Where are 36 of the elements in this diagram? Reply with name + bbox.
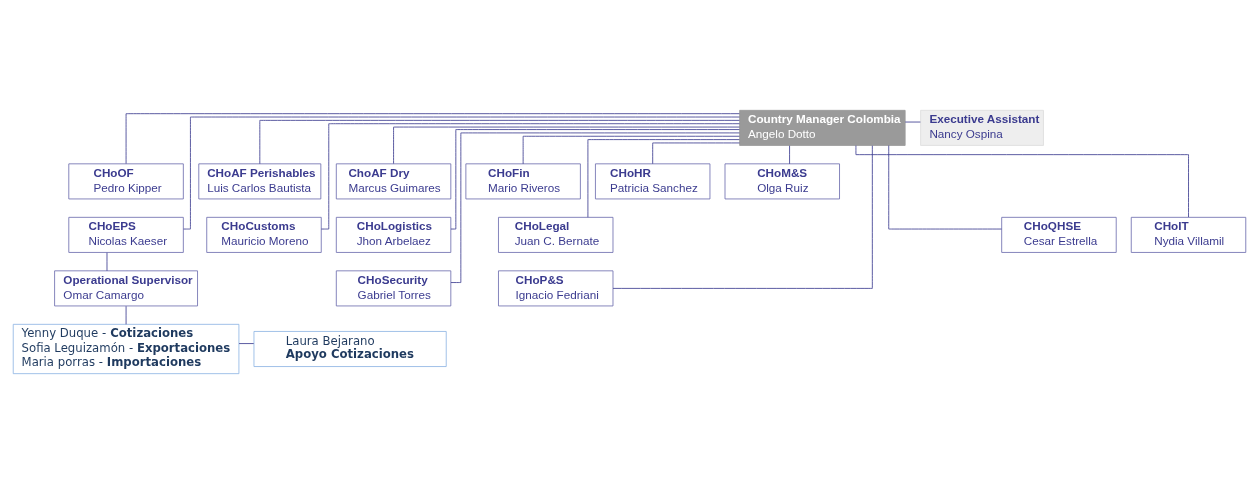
node-box: CHoP&S Ignacio Fedriani — [498, 270, 614, 307]
node-box: Laura Bejarano Apoyo Cotizaciones — [253, 331, 447, 367]
connector — [320, 123, 740, 230]
connector — [587, 139, 740, 218]
connector — [393, 126, 740, 165]
connector — [612, 145, 873, 289]
node-box: CHoCustoms Mauricio Moreno — [206, 216, 322, 253]
connector — [125, 113, 740, 165]
connector — [259, 119, 740, 165]
node-box: CHoLogistics Jhon Arbelaez — [335, 216, 452, 253]
node-box: Yenny Duque - Cotizaciones Sofia Leguizamón - Exportaciones Maria porras - Importaciones — [12, 323, 240, 375]
node-box: Executive Assistant Nancy Ospina — [920, 109, 1044, 146]
connector — [789, 145, 790, 165]
node-box: ChoAF Dry Marcus Guimares — [335, 163, 452, 200]
node-box: CHoIT Nydia Villamil — [1130, 216, 1247, 253]
connector — [652, 142, 740, 165]
connector — [522, 135, 740, 165]
connector — [450, 129, 740, 230]
node-box: CHoLegal Juan C. Bernate — [498, 216, 614, 253]
node-box: CHoHR Patricia Sanchez — [595, 163, 711, 200]
node-box: CHoQHSE Cesar Estrella — [1001, 216, 1117, 253]
node-box: CHoSecurity Gabriel Torres — [335, 270, 452, 307]
connector — [238, 343, 255, 344]
node-box: CHoOF Pedro Kipper — [68, 163, 184, 200]
node-box: CHoFin Mario Riveros — [465, 163, 581, 200]
connector — [450, 132, 740, 283]
connector — [904, 121, 921, 123]
node-box: CHoEPS Nicolas Kaeser — [68, 216, 184, 253]
node-box: CHoM&S Olga Ruiz — [724, 163, 840, 200]
connector — [183, 116, 740, 230]
connector — [106, 252, 108, 272]
node-box: Country Manager Colombia Angelo Dotto — [739, 109, 906, 146]
node-box: Operational Supervisor Omar Camargo — [54, 270, 198, 307]
node-box: CHoAF Perishables Luis Carlos Bautista — [198, 163, 322, 200]
connector — [888, 145, 1002, 230]
connector — [855, 145, 1189, 218]
